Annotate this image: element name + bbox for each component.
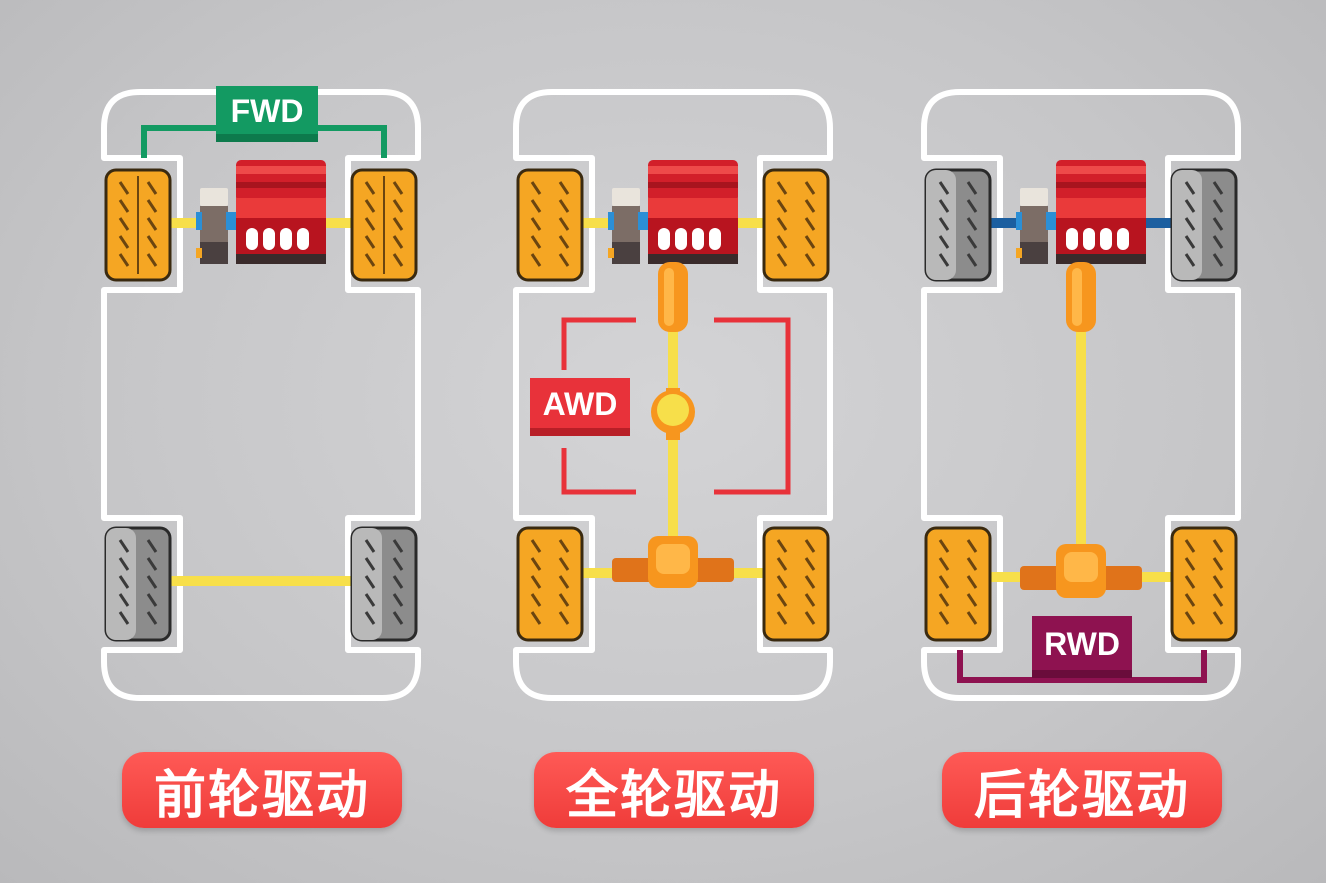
engine-icon	[648, 160, 738, 264]
front-left-tire	[516, 168, 584, 282]
chassis-outline	[513, 89, 833, 701]
rear-differential	[1020, 544, 1142, 598]
rear-left-tire	[104, 526, 172, 642]
awd-bracket-left	[561, 317, 636, 495]
awd-panel: AWD 全轮驱动	[512, 0, 932, 883]
front-left-tire	[924, 168, 992, 282]
rear-left-tire	[516, 526, 584, 642]
front-left-tire	[104, 168, 172, 282]
engine-icon	[1056, 160, 1146, 264]
front-right-tire	[1170, 168, 1238, 282]
chassis-outline	[921, 89, 1241, 701]
fwd-diagram	[101, 86, 421, 701]
front-driveshaft-joint	[658, 262, 688, 332]
rear-differential	[612, 536, 734, 588]
front-right-tire	[762, 168, 830, 282]
rear-right-tire	[1170, 526, 1238, 642]
front-right-tire	[350, 168, 418, 282]
transmission-icon	[1016, 188, 1056, 264]
rear-right-tire	[762, 526, 830, 642]
awd-caption: 全轮驱动	[534, 752, 814, 828]
rear-right-tire	[350, 526, 418, 642]
awd-badge: AWD	[542, 385, 618, 422]
rwd-bracket	[957, 650, 1207, 683]
center-differential	[651, 388, 695, 440]
rear-left-tire	[924, 526, 992, 642]
rwd-caption: 后轮驱动	[942, 752, 1222, 828]
transmission-icon	[196, 188, 236, 264]
rwd-diagram	[921, 89, 1241, 701]
engine-icon	[236, 160, 326, 264]
transmission-icon	[608, 188, 648, 264]
fwd-caption: 前轮驱动	[122, 752, 402, 828]
awd-diagram	[513, 89, 833, 701]
awd-bracket-right	[714, 317, 791, 495]
rwd-panel: RWD 后轮驱动	[920, 0, 1326, 883]
rwd-badge: RWD	[1044, 625, 1120, 662]
driveshaft-joint	[1066, 262, 1096, 332]
chassis-outline	[101, 89, 421, 701]
fwd-badge: FWD	[230, 92, 304, 129]
fwd-panel: FWD 前轮驱动	[100, 0, 520, 883]
